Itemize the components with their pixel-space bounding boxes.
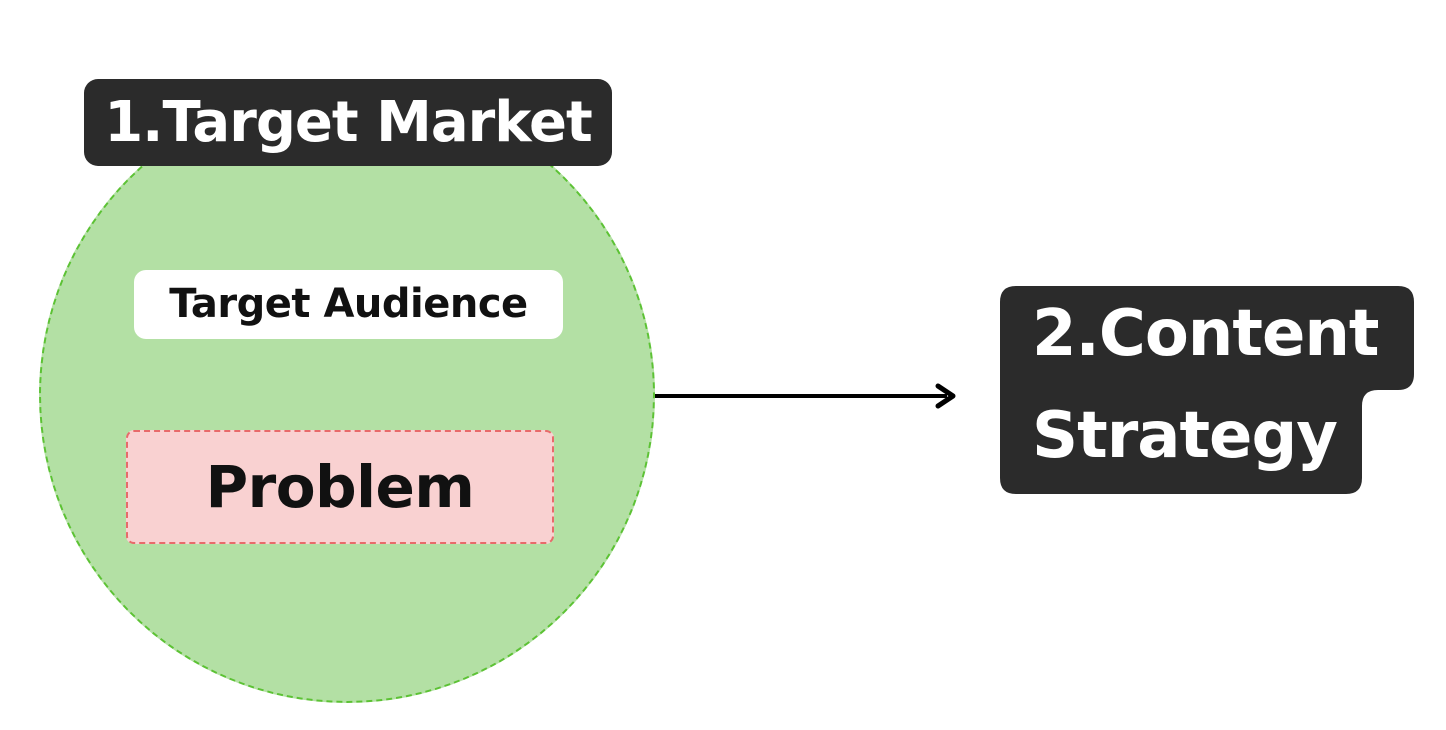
target-market-title: 1.Target Market	[84, 79, 612, 166]
content-strategy-shape	[1000, 286, 1414, 494]
target-audience-label: Target Audience	[134, 270, 563, 339]
content-strategy-background	[1000, 286, 1414, 494]
content-strategy-line-1: 2.Content	[1032, 297, 1379, 371]
target-market-circle	[39, 87, 655, 703]
flow-arrow	[655, 383, 956, 409]
content-strategy-label: 2.Content Strategy	[1000, 286, 1414, 494]
problem-box: Problem	[126, 430, 554, 544]
flow-arrow-head	[935, 383, 956, 409]
content-strategy-line-2: Strategy	[1032, 399, 1338, 473]
